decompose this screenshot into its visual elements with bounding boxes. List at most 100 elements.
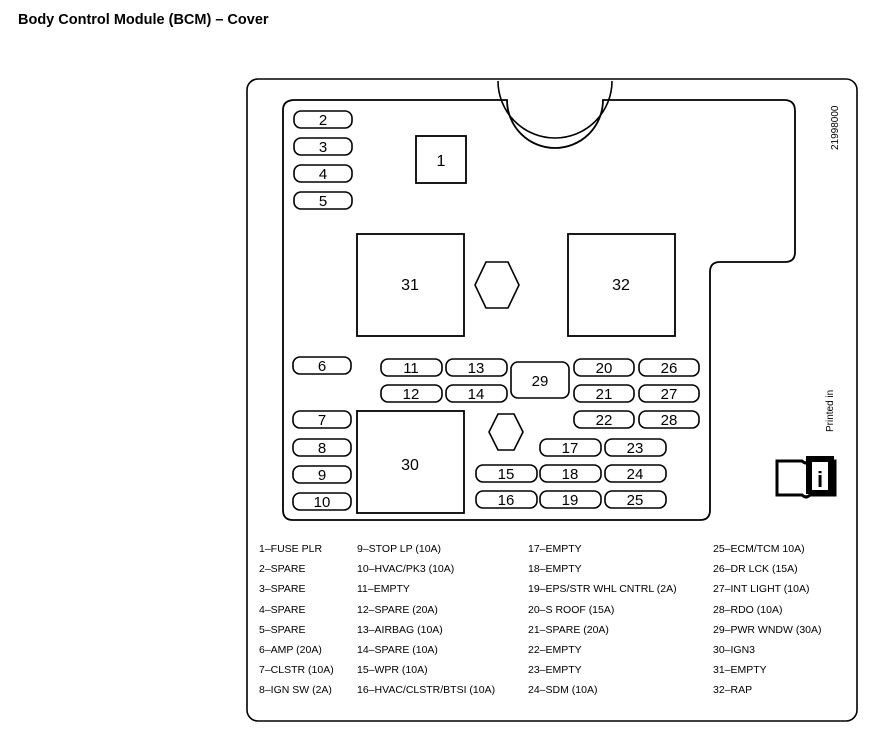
- info-manual-icon: i: [775, 456, 837, 499]
- legend-column-4: 25–ECM/TCM 10A) 26–DR LCK (15A) 27–INT L…: [713, 539, 822, 701]
- relay-31: 31: [356, 233, 465, 337]
- legend-item: 2–SPARE: [259, 563, 306, 576]
- fuse-16: 16: [475, 490, 538, 509]
- fuse-25-label: 25: [627, 492, 644, 509]
- fuse-2-label: 2: [319, 112, 327, 129]
- fuse-24-label: 24: [627, 466, 644, 483]
- fuse-6: 6: [292, 356, 352, 375]
- legend-item: 20–S ROOF (15A): [528, 603, 615, 616]
- legend-item: 23–EMPTY: [528, 664, 582, 677]
- fuse-20: 20: [573, 358, 635, 377]
- legend-item: 21–SPARE (20A): [528, 623, 609, 636]
- legend-item: 32–RAP: [713, 684, 753, 697]
- svg-text:i: i: [817, 467, 823, 492]
- relay-30-label: 30: [401, 457, 419, 474]
- legend-item: 14–SPARE (10A): [357, 643, 438, 656]
- fuse-2: 2: [293, 110, 353, 129]
- fuse-23-label: 23: [627, 440, 644, 457]
- fuse-13-label: 13: [468, 360, 485, 377]
- legend-item: 6–AMP (20A): [259, 643, 322, 656]
- fuse-11: 11: [380, 358, 443, 377]
- cover-outline: [246, 78, 858, 722]
- legend-item: 11–EMPTY: [357, 583, 410, 596]
- legend-item: 10–HVAC/PK3 (10A): [357, 563, 455, 576]
- fuse-26-label: 26: [661, 360, 678, 377]
- printed-in-label: Printed in: [825, 390, 836, 432]
- fuse-1-label: 1: [437, 153, 446, 170]
- fuse-27: 27: [638, 384, 700, 403]
- legend-item: 5–SPARE: [259, 623, 306, 636]
- fuse-19: 19: [539, 490, 602, 509]
- fuse-4-label: 4: [319, 166, 327, 183]
- legend-item: 4–SPARE: [259, 603, 306, 616]
- fuse-26: 26: [638, 358, 700, 377]
- legend-item: 8–IGN SW (2A): [259, 684, 332, 697]
- fuse-11-label: 11: [403, 360, 419, 377]
- fuse-19-label: 19: [562, 492, 579, 509]
- fuse-5-label: 5: [319, 193, 327, 210]
- fuse-28: 28: [638, 410, 700, 429]
- legend-item: 25–ECM/TCM 10A): [713, 543, 805, 555]
- fuse-10-label: 10: [314, 494, 331, 511]
- relay-30: 30: [356, 410, 465, 514]
- relay-31-label: 31: [401, 277, 419, 294]
- relay-32: 32: [567, 233, 676, 337]
- hex-bolt-lower: [488, 413, 524, 451]
- legend-item: 19–EPS/STR WHL CNTRL (2A): [528, 583, 677, 596]
- legend-item: 31–EMPTY: [713, 664, 767, 677]
- legend-column-3: 17–EMPTY 18–EMPTY 19–EPS/STR WHL CNTRL (…: [528, 539, 677, 701]
- fuse-22: 22: [573, 410, 635, 429]
- fuse-7-label: 7: [318, 412, 326, 429]
- legend-item: 29–PWR WNDW (30A): [713, 623, 822, 636]
- legend-item: 26–DR LCK (15A): [713, 563, 798, 576]
- fuse-8: 8: [292, 438, 352, 457]
- fuse-12: 12: [380, 384, 443, 403]
- fuse-24: 24: [604, 464, 667, 483]
- inner-outline: [282, 99, 796, 521]
- fuse-20-label: 20: [596, 360, 613, 377]
- fuse-18: 18: [539, 464, 602, 483]
- legend-column-2: 9–STOP LP (10A) 10–HVAC/PK3 (10A) 11–EMP…: [357, 539, 495, 701]
- fuse-17-label: 17: [562, 440, 579, 457]
- fuse-18-label: 18: [562, 466, 579, 483]
- hex-bolt-upper: [474, 261, 520, 309]
- fuse-17: 17: [539, 438, 602, 457]
- fuse-23: 23: [604, 438, 667, 457]
- legend-item: 18–EMPTY: [528, 563, 582, 576]
- legend-item: 3–SPARE: [259, 583, 306, 596]
- fuse-29: 29: [510, 361, 570, 399]
- fuse-21: 21: [573, 384, 635, 403]
- fuse-27-label: 27: [661, 386, 678, 403]
- fuse-4: 4: [293, 164, 353, 183]
- legend-item: 1–FUSE PLR: [259, 543, 323, 555]
- legend-item: 24–SDM (10A): [528, 684, 598, 697]
- legend-item: 17–EMPTY: [528, 543, 582, 555]
- legend-item: 9–STOP LP (10A): [357, 543, 442, 555]
- fuse-14-label: 14: [468, 386, 485, 403]
- legend-item: 30–IGN3: [713, 643, 756, 656]
- fuse-13: 13: [445, 358, 508, 377]
- fuse-15-label: 15: [498, 466, 515, 483]
- legend-item: 12–SPARE (20A): [357, 603, 438, 616]
- legend-item: 28–RDO (10A): [713, 603, 783, 616]
- legend-item: 13–AIRBAG (10A): [357, 623, 443, 636]
- fuse-9: 9: [292, 465, 352, 484]
- fuse-6-label: 6: [318, 358, 326, 375]
- fuse-21-label: 21: [596, 386, 613, 403]
- legend-item: 22–EMPTY: [528, 643, 582, 656]
- fuse-28-label: 28: [661, 412, 678, 429]
- fuse-5: 5: [293, 191, 353, 210]
- fuse-16-label: 16: [498, 492, 515, 509]
- legend-item: 27–INT LIGHT (10A): [713, 583, 810, 596]
- fuse-9-label: 9: [318, 467, 326, 484]
- relay-32-label: 32: [612, 277, 630, 294]
- fuse-15: 15: [475, 464, 538, 483]
- fuse-7: 7: [292, 410, 352, 429]
- fuse-10: 10: [292, 492, 352, 511]
- legend-item: 16–HVAC/CLSTR/BTSI (10A): [357, 684, 496, 697]
- fuse-12-label: 12: [403, 386, 420, 403]
- fuse-25: 25: [604, 490, 667, 509]
- fuse-3-label: 3: [319, 139, 327, 156]
- fuse-1: 1: [415, 135, 467, 184]
